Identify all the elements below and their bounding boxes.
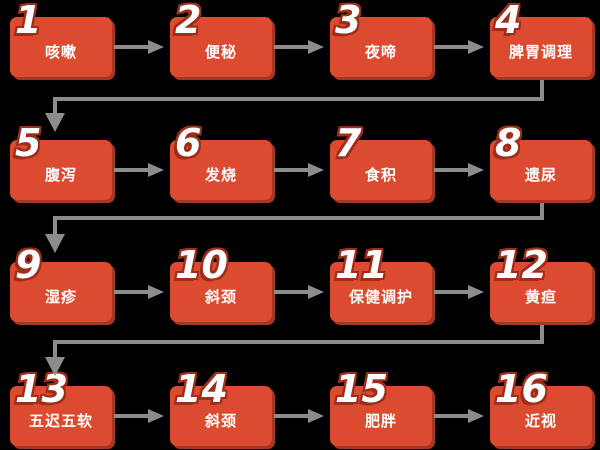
step-number: 15 <box>335 367 388 411</box>
step-number: 3 <box>335 0 362 42</box>
step-box-8[interactable]: 8 遗尿 <box>490 124 592 200</box>
step-label: 食积 <box>364 165 397 184</box>
step-label: 湿疹 <box>44 287 77 306</box>
connector-line <box>53 344 57 358</box>
step-number: 4 <box>495 0 522 42</box>
step-box-5[interactable]: 5 腹泻 <box>10 124 112 200</box>
step-number: 6 <box>175 121 202 165</box>
connector-line <box>53 97 544 101</box>
step-label: 脾胃调理 <box>508 42 573 61</box>
step-number: 16 <box>495 367 548 411</box>
connector-line <box>540 203 544 220</box>
step-label: 夜啼 <box>364 42 397 61</box>
step-label: 黄疸 <box>524 287 557 306</box>
step-number: 5 <box>15 121 42 165</box>
step-label: 遗尿 <box>524 165 557 184</box>
connector-line <box>53 340 544 344</box>
arrow-right-icon <box>434 409 484 423</box>
step-label: 肥胖 <box>364 411 397 430</box>
step-number: 11 <box>335 243 388 287</box>
step-box-13[interactable]: 13 五迟五软 <box>10 370 112 446</box>
step-box-6[interactable]: 6 发烧 <box>170 124 272 200</box>
step-label: 腹泻 <box>44 165 77 184</box>
step-number: 8 <box>495 121 522 165</box>
arrow-down-icon <box>45 357 65 376</box>
step-number: 1 <box>15 0 42 42</box>
arrow-right-icon <box>274 409 324 423</box>
step-number: 13 <box>15 367 68 411</box>
step-label: 便秘 <box>204 42 237 61</box>
connector-line <box>53 216 544 220</box>
arrow-right-icon <box>274 163 324 177</box>
step-label: 发烧 <box>204 165 237 184</box>
step-box-1[interactable]: 1 咳嗽 <box>10 1 112 77</box>
connector-line <box>53 220 57 235</box>
arrow-right-icon <box>434 40 484 54</box>
arrow-down-icon <box>45 113 65 132</box>
step-box-16[interactable]: 16 近视 <box>490 370 592 446</box>
step-box-2[interactable]: 2 便秘 <box>170 1 272 77</box>
step-box-7[interactable]: 7 食积 <box>330 124 432 200</box>
step-box-15[interactable]: 15 肥胖 <box>330 370 432 446</box>
step-label: 斜颈 <box>204 411 237 430</box>
step-number: 10 <box>175 243 228 287</box>
arrow-right-icon <box>274 285 324 299</box>
arrow-right-icon <box>114 285 164 299</box>
arrow-right-icon <box>274 40 324 54</box>
step-number: 9 <box>15 243 42 287</box>
arrow-right-icon <box>114 409 164 423</box>
arrow-right-icon <box>434 285 484 299</box>
arrow-right-icon <box>114 163 164 177</box>
step-number: 14 <box>175 367 228 411</box>
step-number: 12 <box>495 243 548 287</box>
connector-line <box>540 80 544 101</box>
step-box-10[interactable]: 10 斜颈 <box>170 246 272 322</box>
step-label: 保健调护 <box>348 287 413 306</box>
arrow-right-icon <box>114 40 164 54</box>
arrow-down-icon <box>45 234 65 253</box>
step-box-9[interactable]: 9 湿疹 <box>10 246 112 322</box>
step-box-14[interactable]: 14 斜颈 <box>170 370 272 446</box>
step-box-12[interactable]: 12 黄疸 <box>490 246 592 322</box>
step-box-11[interactable]: 11 保健调护 <box>330 246 432 322</box>
step-label: 斜颈 <box>204 287 237 306</box>
step-box-4[interactable]: 4 脾胃调理 <box>490 1 592 77</box>
step-label: 咳嗽 <box>44 42 77 61</box>
connector-line <box>540 325 544 344</box>
connector-line <box>53 101 57 114</box>
step-number: 2 <box>175 0 202 42</box>
step-label: 五迟五软 <box>28 411 93 430</box>
step-label: 近视 <box>524 411 557 430</box>
arrow-right-icon <box>434 163 484 177</box>
step-number: 7 <box>335 121 362 165</box>
step-box-3[interactable]: 3 夜啼 <box>330 1 432 77</box>
